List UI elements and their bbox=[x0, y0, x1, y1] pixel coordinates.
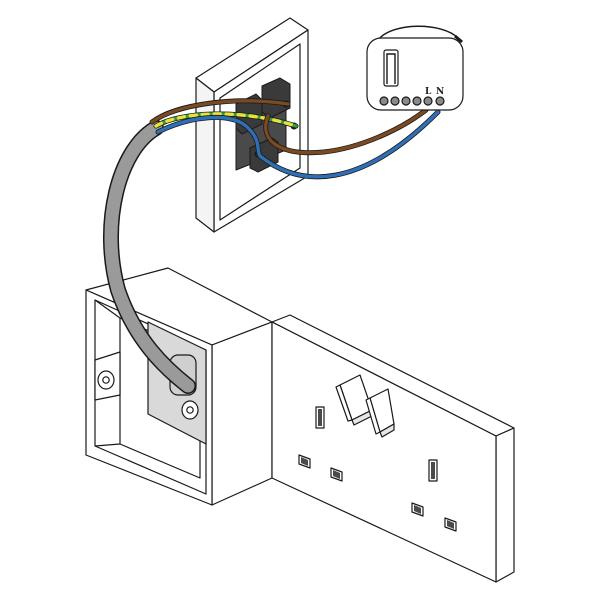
live-wire-output bbox=[263, 107, 429, 156]
module-terminal-4 bbox=[412, 96, 422, 106]
module-antenna bbox=[377, 25, 459, 41]
module-terminal-1 bbox=[379, 96, 389, 106]
module-terminal-l bbox=[423, 96, 433, 106]
double-socket-icon bbox=[271, 314, 515, 583]
left-rocker-switch[interactable] bbox=[335, 374, 373, 426]
module-terminal-2 bbox=[390, 96, 400, 106]
module-terminal-n bbox=[435, 96, 445, 106]
back-box bbox=[85, 267, 273, 506]
socket-front-face bbox=[271, 321, 497, 583]
live-wire-input bbox=[149, 98, 291, 125]
earth-wire bbox=[153, 111, 299, 129]
right-rocker-switch[interactable] bbox=[365, 388, 395, 438]
module-label-l: L bbox=[425, 87, 432, 97]
left-screw-hole-icon bbox=[102, 376, 110, 384]
sheathed-cable bbox=[103, 120, 196, 394]
back-box-floor-edge bbox=[94, 443, 121, 447]
module-terminals bbox=[379, 96, 445, 106]
module-label-n: N bbox=[436, 87, 444, 97]
right-screw-hole-icon bbox=[186, 406, 194, 414]
socket-edge-face bbox=[495, 427, 515, 583]
module-antenna-tip bbox=[454, 34, 463, 44]
module-button[interactable] bbox=[383, 49, 399, 87]
back-box-corner-edge bbox=[94, 299, 121, 319]
back-box-side bbox=[211, 321, 273, 506]
smart-relay-module-icon: L N bbox=[366, 25, 464, 111]
neutral-wire bbox=[155, 109, 441, 180]
module-terminal-3 bbox=[401, 96, 411, 106]
